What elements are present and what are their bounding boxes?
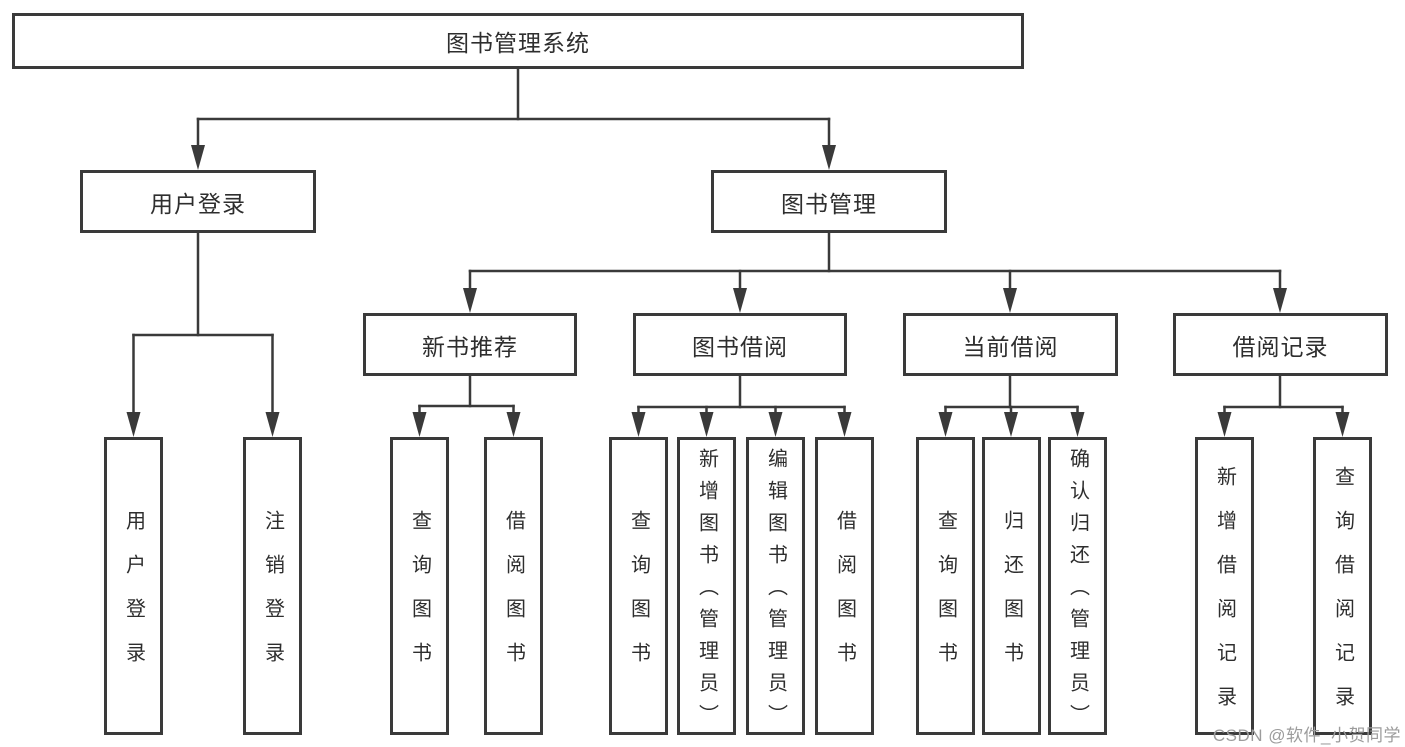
connector-root-to-level2 [191,67,836,170]
node-current-borrowing: 当前借阅 [903,313,1118,376]
leaf-query-books-borrow-label: 查询图书 [627,510,650,686]
leaf-query-books-borrow: 查询图书 [609,437,668,735]
leaf-borrow-books-recommend-label: 借阅图书 [502,510,525,686]
leaf-edit-books-admin: 编辑图书（管理员） [746,437,805,736]
node-new-book-recommend-label: 新书推荐 [422,333,518,360]
leaf-borrow-books-label: 借阅图书 [833,510,856,686]
leaf-add-borrow-record: 新增借阅记录 [1195,437,1254,735]
node-user-login: 用户登录 [80,170,316,233]
connector-current-borrow-children [938,374,1085,437]
node-book-management: 图书管理 [711,170,947,233]
leaf-user-login: 用户登录 [104,437,163,735]
leaf-query-borrow-record-label: 查询借阅记录 [1331,466,1354,730]
leaf-borrow-books-recommend: 借阅图书 [484,437,543,735]
connector-book-management-to-level3 [463,231,1287,313]
node-library-management-system: 图书管理系统 [12,13,1024,69]
leaf-edit-books-admin-label: 编辑图书（管理员） [764,448,787,736]
leaf-add-books-admin-label: 新增图书（管理员） [695,448,718,736]
leaf-query-borrow-record: 查询借阅记录 [1313,437,1372,735]
connector-borrow-records-children [1217,374,1350,437]
leaf-return-books: 归还图书 [982,437,1041,735]
node-library-management-system-label: 图书管理系统 [446,30,590,56]
node-user-login-label: 用户登录 [150,190,246,217]
leaf-add-borrow-record-label: 新增借阅记录 [1213,466,1236,730]
connector-new-book-children [412,374,521,437]
node-borrowing-records: 借阅记录 [1173,313,1388,376]
leaf-logout-login: 注销登录 [243,437,302,735]
leaf-query-books-recommend-label: 查询图书 [408,510,431,686]
leaf-query-books-recommend: 查询图书 [390,437,449,735]
leaf-confirm-return-admin: 确认归还（管理员） [1048,437,1107,736]
node-book-borrowing: 图书借阅 [633,313,847,376]
node-book-borrowing-label: 图书借阅 [692,333,788,360]
node-current-borrowing-label: 当前借阅 [962,333,1059,360]
leaf-borrow-books: 借阅图书 [815,437,874,735]
leaf-query-books-current-label: 查询图书 [934,510,957,686]
leaf-query-books-current: 查询图书 [916,437,975,735]
leaf-confirm-return-admin-label: 确认归还（管理员） [1066,448,1089,736]
leaf-add-books-admin: 新增图书（管理员） [677,437,736,736]
connector-user-login-children [126,231,280,437]
node-borrowing-records-label: 借阅记录 [1232,333,1329,360]
connector-book-borrow-children [631,374,852,437]
leaf-return-books-label: 归还图书 [1000,510,1023,686]
node-new-book-recommend: 新书推荐 [363,313,577,376]
leaf-logout-login-label: 注销登录 [261,510,284,686]
node-book-management-label: 图书管理 [781,190,877,217]
leaf-user-login-label: 用户登录 [122,510,145,686]
csdn-watermark: CSDN @软件_小贺同学 [1212,726,1401,745]
